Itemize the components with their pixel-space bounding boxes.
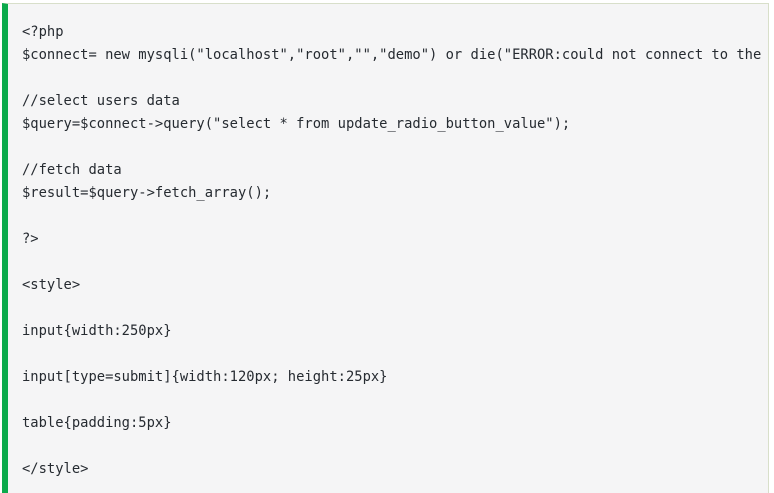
code-content: <?php $connect= new mysqli("localhost","…: [22, 24, 762, 477]
php-code-block: <?php $connect= new mysqli("localhost","…: [2, 3, 769, 493]
